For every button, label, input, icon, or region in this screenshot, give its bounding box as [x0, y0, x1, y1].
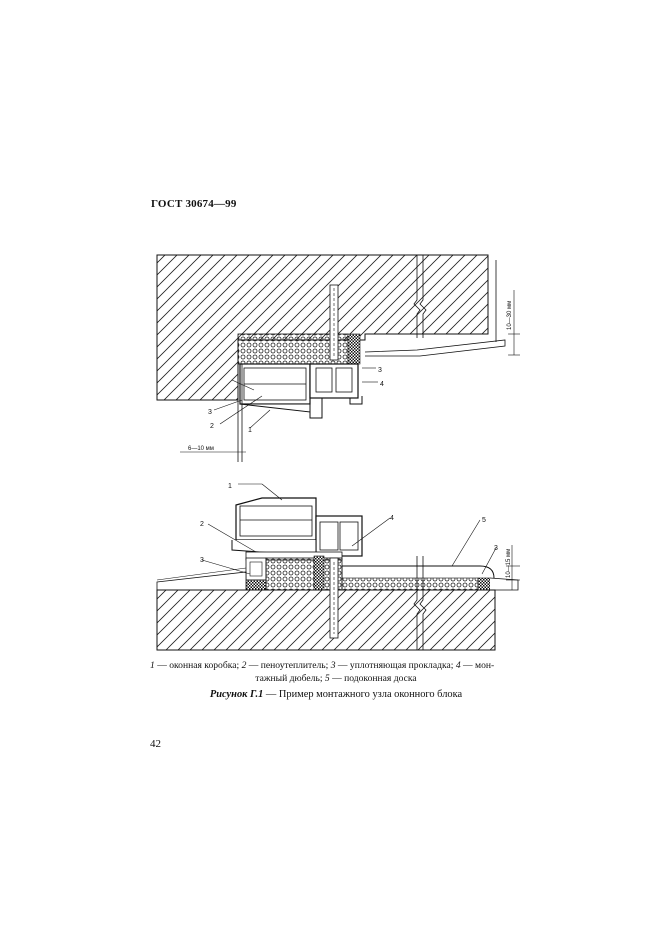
legend-item-4-text-a: — мон- [460, 660, 495, 671]
document-standard-header: ГОСТ 30674—99 [151, 198, 237, 210]
figure-caption: Рисунок Г.1 — Пример монтажного узла око… [150, 689, 522, 700]
legend-item-2-number: 2 [241, 660, 247, 671]
callout-top-insulation: 2 [210, 423, 214, 430]
legend-item-5-number: 5 [324, 673, 330, 684]
bottom-frame-sash [235, 497, 317, 541]
legend-item-1-number: 1 [150, 660, 155, 671]
top-dowel [329, 284, 339, 361]
legend-item-5-text: — подоконная доска [329, 673, 417, 684]
dim-bottom-gap: 10—15 мм [506, 549, 512, 578]
legend-item-2-text: — пеноутеплитель; [246, 660, 331, 671]
callout-top-dowel: 4 [380, 381, 384, 388]
dim-side-gap: 6—10 мм [188, 446, 214, 452]
callout-bottom-dowel: 4 [390, 515, 394, 522]
top-seal [347, 333, 361, 365]
bottom-left-insulation [245, 557, 267, 581]
callout-bottom-frame: 1 [228, 483, 232, 490]
callout-top-seal-right: 3 [378, 367, 382, 374]
callout-bottom-sill: 5 [482, 517, 486, 524]
legend-item-3-number: 3 [330, 660, 336, 671]
legend-item-4-number: 4 [455, 660, 461, 671]
legend-line-2: тажный дюбель; 5 — подоконная доска [150, 672, 522, 685]
page-number: 42 [150, 738, 161, 750]
legend-item-3-text: — уплотняющая прокладка; [335, 660, 456, 671]
callout-bottom-insulation: 2 [200, 521, 204, 528]
callout-top-seal-left: 3 [208, 409, 212, 416]
figure-caption-label: Рисунок Г.1 [209, 689, 264, 700]
callout-bottom-seal-right: 3 [494, 545, 498, 552]
bottom-section: 10—15 мм 1 2 3 4 5 3 [156, 483, 520, 651]
callout-bottom-seal-left: 3 [200, 557, 204, 564]
figure-legend: 1 — оконная коробка; 2 — пеноутеплитель;… [150, 659, 522, 685]
legend-item-4-text-b: тажный дюбель; [255, 673, 325, 684]
dim-top-gap: 10—30 мм [507, 301, 513, 330]
legend-item-1-text: — оконная коробка; [154, 660, 242, 671]
bottom-wall [156, 589, 496, 651]
top-section: 10—30 мм 6—10 мм 1 2 3 3 4 [156, 254, 520, 462]
callout-top-frame: 1 [248, 427, 252, 434]
figure-caption-text: — Пример монтажного узла оконного блока [263, 689, 463, 700]
